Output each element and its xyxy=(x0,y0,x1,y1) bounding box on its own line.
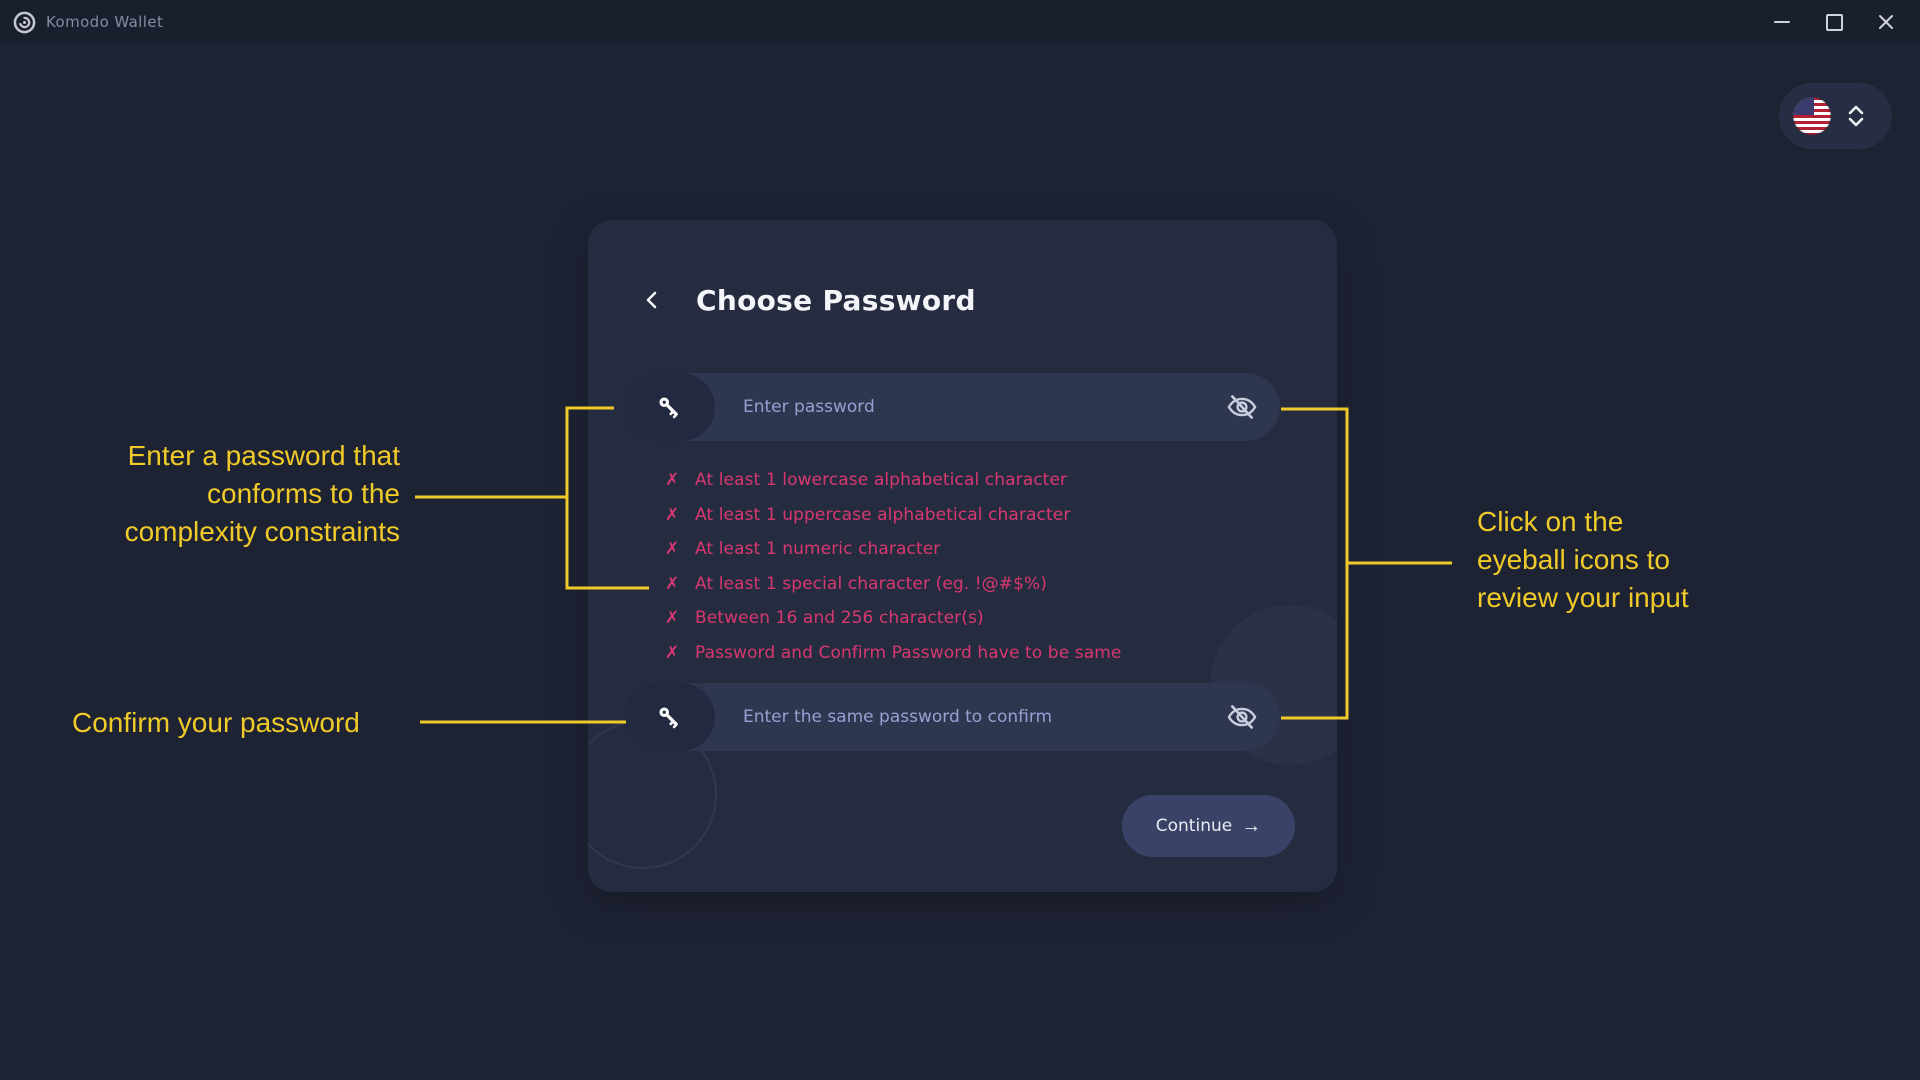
minimize-button[interactable] xyxy=(1756,0,1808,44)
key-icon xyxy=(659,397,678,419)
toggle-password-visibility-button[interactable] xyxy=(1224,389,1260,425)
titlebar: Komodo Wallet xyxy=(0,0,1920,44)
back-icon xyxy=(646,291,657,309)
password-input[interactable] xyxy=(715,397,1224,417)
dialog-header: Choose Password xyxy=(634,282,976,318)
key-pill xyxy=(623,683,715,751)
language-selector[interactable] xyxy=(1779,83,1892,149)
key-icon xyxy=(659,707,678,729)
password-field xyxy=(623,373,1280,441)
continue-button[interactable]: Continue → xyxy=(1122,795,1295,857)
validation-item: ✗ Password and Confirm Password have to … xyxy=(665,642,1122,663)
annotation-eyeball-icons: Click on the eyeball icons to review you… xyxy=(1477,506,1689,613)
confirm-password-field xyxy=(623,683,1280,751)
us-flag-icon xyxy=(1793,97,1831,135)
maximize-button[interactable] xyxy=(1808,0,1860,44)
password-validation-list: ✗ At least 1 lowercase alphabetical char… xyxy=(665,463,1121,670)
eye-off-icon xyxy=(1227,705,1257,729)
cross-icon: ✗ xyxy=(665,642,680,663)
close-icon xyxy=(1879,15,1893,29)
cross-icon: ✗ xyxy=(665,539,680,560)
validation-item: ✗ At least 1 lowercase alphabetical char… xyxy=(665,470,1068,491)
close-button[interactable] xyxy=(1860,0,1912,44)
page-title: Choose Password xyxy=(696,283,976,317)
eye-off-icon xyxy=(1227,395,1257,419)
annotation-enter-password: Enter a password that conforms to the co… xyxy=(124,440,400,547)
validation-item: ✗ At least 1 special character (eg. !@#$… xyxy=(665,573,1048,594)
toggle-confirm-visibility-button[interactable] xyxy=(1224,699,1260,735)
cross-icon: ✗ xyxy=(665,608,680,629)
chevron-updown-icon xyxy=(1848,105,1864,127)
minimize-icon xyxy=(1774,21,1790,23)
confirm-password-input[interactable] xyxy=(715,707,1224,727)
app-title: Komodo Wallet xyxy=(46,13,164,31)
choose-password-card: Choose Password ✗ At least 1 lowercase xyxy=(588,220,1337,892)
key-pill xyxy=(623,373,715,441)
maximize-icon xyxy=(1825,13,1843,31)
validation-item: ✗ At least 1 numeric character xyxy=(665,539,941,560)
cross-icon: ✗ xyxy=(665,470,680,491)
arrow-right-icon: → xyxy=(1241,815,1262,837)
back-button[interactable] xyxy=(634,282,670,318)
annotation-confirm-password: Confirm your password xyxy=(72,707,360,738)
komodo-logo-icon xyxy=(13,11,36,33)
cross-icon: ✗ xyxy=(665,504,680,525)
window-controls xyxy=(1756,0,1912,44)
validation-item: ✗ Between 16 and 256 character(s) xyxy=(665,608,984,629)
validation-item: ✗ At least 1 uppercase alphabetical char… xyxy=(665,504,1071,525)
cross-icon: ✗ xyxy=(665,573,680,594)
